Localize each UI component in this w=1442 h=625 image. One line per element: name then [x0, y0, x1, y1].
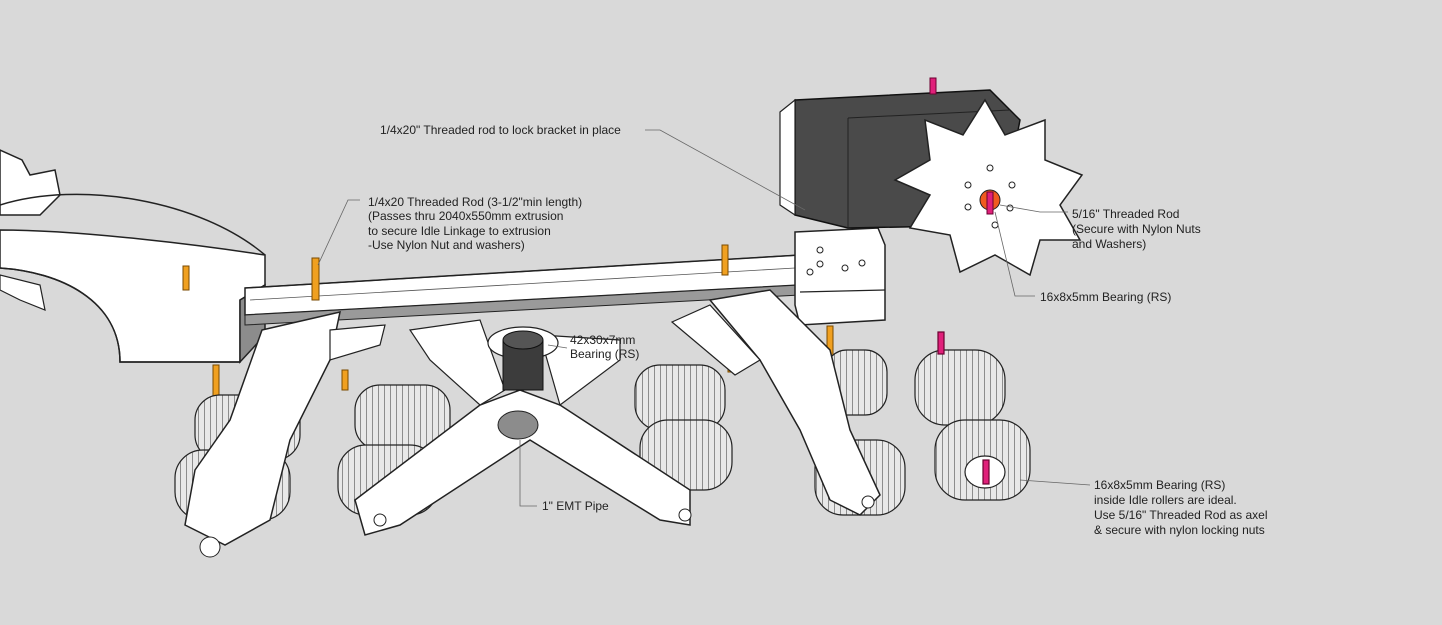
- label-emt-pipe: 1" EMT Pipe: [542, 499, 609, 513]
- left-drive-arm: [0, 149, 266, 364]
- label-threaded-rod-4: -Use Nylon Nut and washers): [368, 238, 525, 252]
- label-roller-bearing-2: inside Idle rollers are ideal.: [1094, 493, 1237, 507]
- label-sprocket-rod-3: and Washers): [1072, 237, 1147, 251]
- label-pivot-bearing-1: 42x30x7mm: [570, 333, 636, 347]
- sprocket-gear: [893, 98, 1084, 277]
- label-roller-bearing-1: 16x8x5mm Bearing (RS): [1094, 478, 1226, 492]
- pivot-bearing-pipe: [487, 326, 559, 440]
- exploded-idle-roller: [914, 331, 1031, 501]
- label-sprocket-rod-2: (Secure with Nylon Nuts: [1072, 222, 1201, 236]
- label-threaded-rod-3: to secure Idle Linkage to extrusion: [368, 224, 551, 238]
- label-threaded-rod-2: (Passes thru 2040x550mm extrusion: [368, 209, 564, 223]
- center-yoke: [354, 319, 692, 536]
- label-sprocket-bearing: 16x8x5mm Bearing (RS): [1040, 290, 1172, 304]
- label-pivot-bearing-2: Bearing (RS): [570, 347, 640, 361]
- label-roller-bearing-4: & secure with nylon locking nuts: [1094, 523, 1265, 537]
- right-linkage-arm: [670, 289, 881, 516]
- label-roller-bearing-3: Use 5/16" Threaded Rod as axel: [1094, 508, 1268, 522]
- label-lock-bracket-rod: 1/4x20" Threaded rod to lock bracket in …: [380, 123, 621, 137]
- left-linkage-arm: [184, 311, 386, 558]
- leader-lines: [317, 129, 1091, 507]
- label-threaded-rod-1: 1/4x20 Threaded Rod (3-1/2"min length): [368, 195, 583, 209]
- bracket-block: [794, 227, 886, 326]
- label-sprocket-rod-1: 5/16" Threaded Rod: [1072, 207, 1180, 221]
